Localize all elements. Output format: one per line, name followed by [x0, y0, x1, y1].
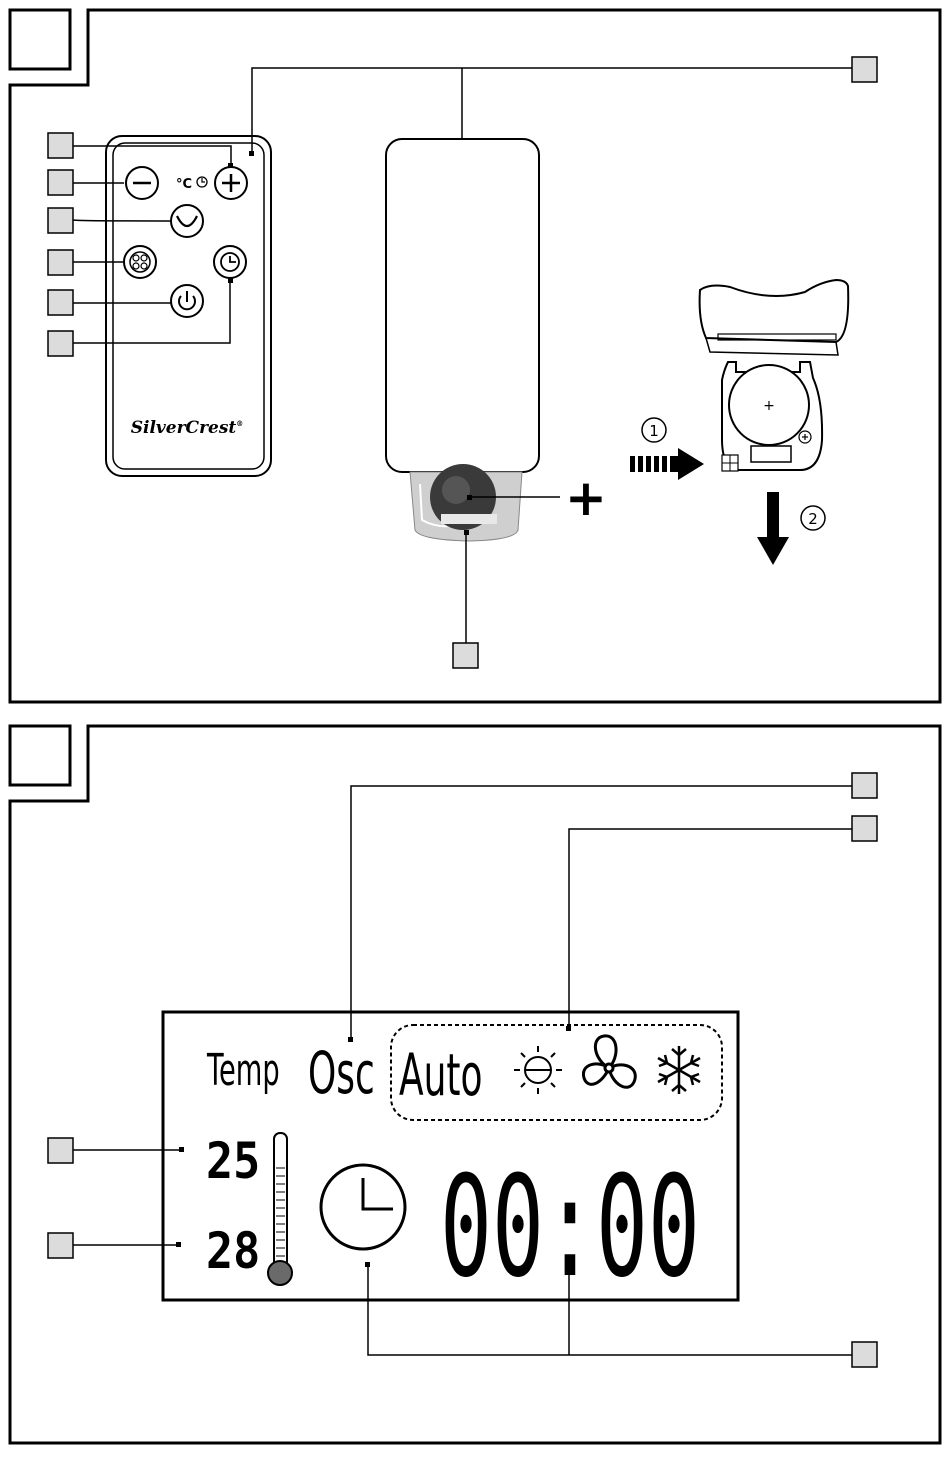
brand-logo: SilverCrest® [131, 418, 244, 438]
set-temperature-readout: 25 [206, 1133, 260, 1191]
callout-box [453, 643, 478, 668]
timer-button[interactable] [214, 246, 246, 278]
oscillation-button[interactable] [171, 205, 203, 237]
remote-back-view: + [386, 139, 607, 668]
callout-box [48, 250, 73, 275]
svg-text:1: 1 [649, 422, 659, 440]
room-temperature-readout: 28 [206, 1223, 260, 1281]
callout-box [852, 1342, 877, 1367]
plus-sign: + [565, 469, 607, 527]
lcd-display: Temp Osc Auto [163, 1012, 738, 1308]
callout-box [48, 1233, 73, 1258]
callout-box [48, 290, 73, 315]
battery-holder: + [700, 280, 849, 471]
callout-box [852, 816, 877, 841]
temp-label: Temp [206, 1044, 279, 1096]
minus-button[interactable] [126, 167, 158, 199]
figure-number-box [10, 726, 70, 785]
callout-box [852, 773, 877, 798]
osc-label: Osc [308, 1040, 375, 1107]
step-1-arrow: 1 [630, 418, 704, 480]
cell-plus: + [763, 398, 775, 414]
callout-box [48, 1138, 73, 1163]
callout-box [852, 57, 877, 82]
power-button[interactable] [171, 285, 203, 317]
callout-box [48, 170, 73, 195]
figure-panel-2: Temp Osc Auto [10, 726, 940, 1443]
time-readout: 00:00 [440, 1146, 700, 1308]
plus-button[interactable] [215, 167, 247, 199]
svg-text:2: 2 [808, 510, 818, 528]
callout-box [48, 208, 73, 233]
remote-control: °C [106, 136, 271, 476]
mode-button[interactable] [124, 246, 156, 278]
auto-label: Auto [399, 1042, 482, 1109]
callout-box [48, 133, 73, 158]
celsius-label: °C [176, 177, 192, 192]
remote-callouts [48, 133, 73, 356]
step-2-arrow: 2 [757, 492, 825, 565]
figure-panel-1: °C [10, 10, 940, 702]
figure-number-box [10, 10, 70, 69]
callout-box [48, 331, 73, 356]
